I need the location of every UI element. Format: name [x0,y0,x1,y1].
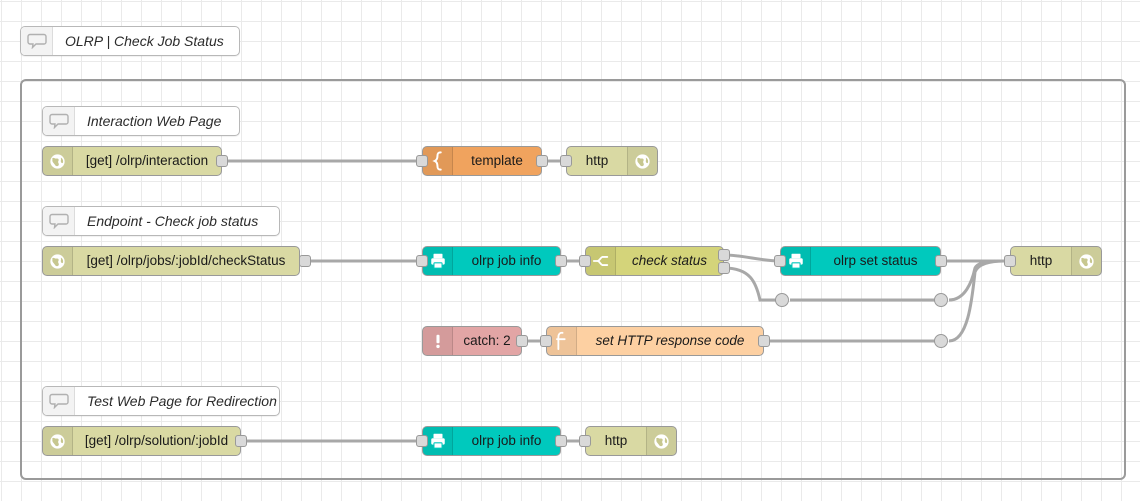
globe-icon [43,147,73,175]
port-output[interactable] [216,155,228,167]
node-set-http-response-code[interactable]: set HTTP response code [546,326,764,356]
port-input[interactable] [416,255,428,267]
printer-icon [423,427,453,455]
comment-label: Interaction Web Page [87,113,222,129]
globe-icon [43,247,73,275]
globe-icon [1071,247,1101,275]
flow-title-label: OLRP | Check Job Status [65,33,224,49]
comment-icon [43,207,75,235]
wire-junction-2[interactable] [934,293,948,307]
node-label: catch: 2 [463,333,511,349]
comment-icon [21,27,53,55]
node-olrp-job-info-2[interactable]: olrp job info [422,426,561,456]
comment-icon [43,107,75,135]
port-input[interactable] [579,435,591,447]
comment-label: Endpoint - Check job status [87,213,259,229]
port-output[interactable] [299,255,311,267]
port-output-1[interactable] [718,249,730,261]
port-input[interactable] [560,155,572,167]
node-label: olrp job info [471,433,542,449]
port-output-2[interactable] [718,262,730,274]
node-olrp-set-status[interactable]: olrp set status [780,246,941,276]
comment-node-interaction-web-page[interactable]: Interaction Web Page [42,106,240,136]
flow-title-comment-node[interactable]: OLRP | Check Job Status [20,26,240,56]
node-label: set HTTP response code [595,333,745,349]
node-label: [get] /olrp/solution/:jobId [84,433,229,449]
node-catch[interactable]: catch: 2 [422,326,522,356]
node-label: check status [631,253,708,269]
node-label: http [1029,253,1053,269]
port-output[interactable] [235,435,247,447]
node-label: [get] /olrp/interaction [85,153,209,169]
function-icon [547,327,577,355]
node-label: olrp job info [471,253,542,269]
port-input[interactable] [579,255,591,267]
wire-junction-1[interactable] [775,293,789,307]
node-http-in-solution[interactable]: [get] /olrp/solution/:jobId [42,426,241,456]
comment-node-endpoint-check-job-status[interactable]: Endpoint - Check job status [42,206,280,236]
port-output[interactable] [516,335,528,347]
alert-icon [423,327,453,355]
globe-icon [627,147,657,175]
node-olrp-job-info-1[interactable]: olrp job info [422,246,561,276]
flow-group-box[interactable] [20,79,1126,480]
comment-node-test-web-page-redirection[interactable]: Test Web Page for Redirection [42,386,280,416]
port-output[interactable] [555,255,567,267]
comment-label: Test Web Page for Redirection [87,393,277,409]
port-output[interactable] [536,155,548,167]
port-output[interactable] [935,255,947,267]
node-http-in-interaction[interactable]: [get] /olrp/interaction [42,146,222,176]
port-output[interactable] [758,335,770,347]
globe-icon [646,427,676,455]
node-http-response-1[interactable]: http [566,146,658,176]
node-label: [get] /olrp/jobs/:jobId/checkStatus [86,253,286,269]
port-input[interactable] [540,335,552,347]
node-template[interactable]: template [422,146,542,176]
node-http-response-2[interactable]: http [1010,246,1102,276]
port-input[interactable] [416,435,428,447]
node-label: template [471,153,523,169]
globe-icon [43,427,73,455]
printer-icon [423,247,453,275]
wire-junction-3[interactable] [934,334,948,348]
port-input[interactable] [774,255,786,267]
node-http-in-checkstatus[interactable]: [get] /olrp/jobs/:jobId/checkStatus [42,246,300,276]
node-label: http [585,153,609,169]
port-output[interactable] [555,435,567,447]
node-label: olrp set status [833,253,918,269]
printer-icon [781,247,811,275]
brace-icon [423,147,453,175]
port-input[interactable] [1004,255,1016,267]
switch-icon [586,247,616,275]
node-label: http [604,433,628,449]
comment-icon [43,387,75,415]
node-check-status-switch[interactable]: check status [585,246,724,276]
node-http-response-3[interactable]: http [585,426,677,456]
port-input[interactable] [416,155,428,167]
